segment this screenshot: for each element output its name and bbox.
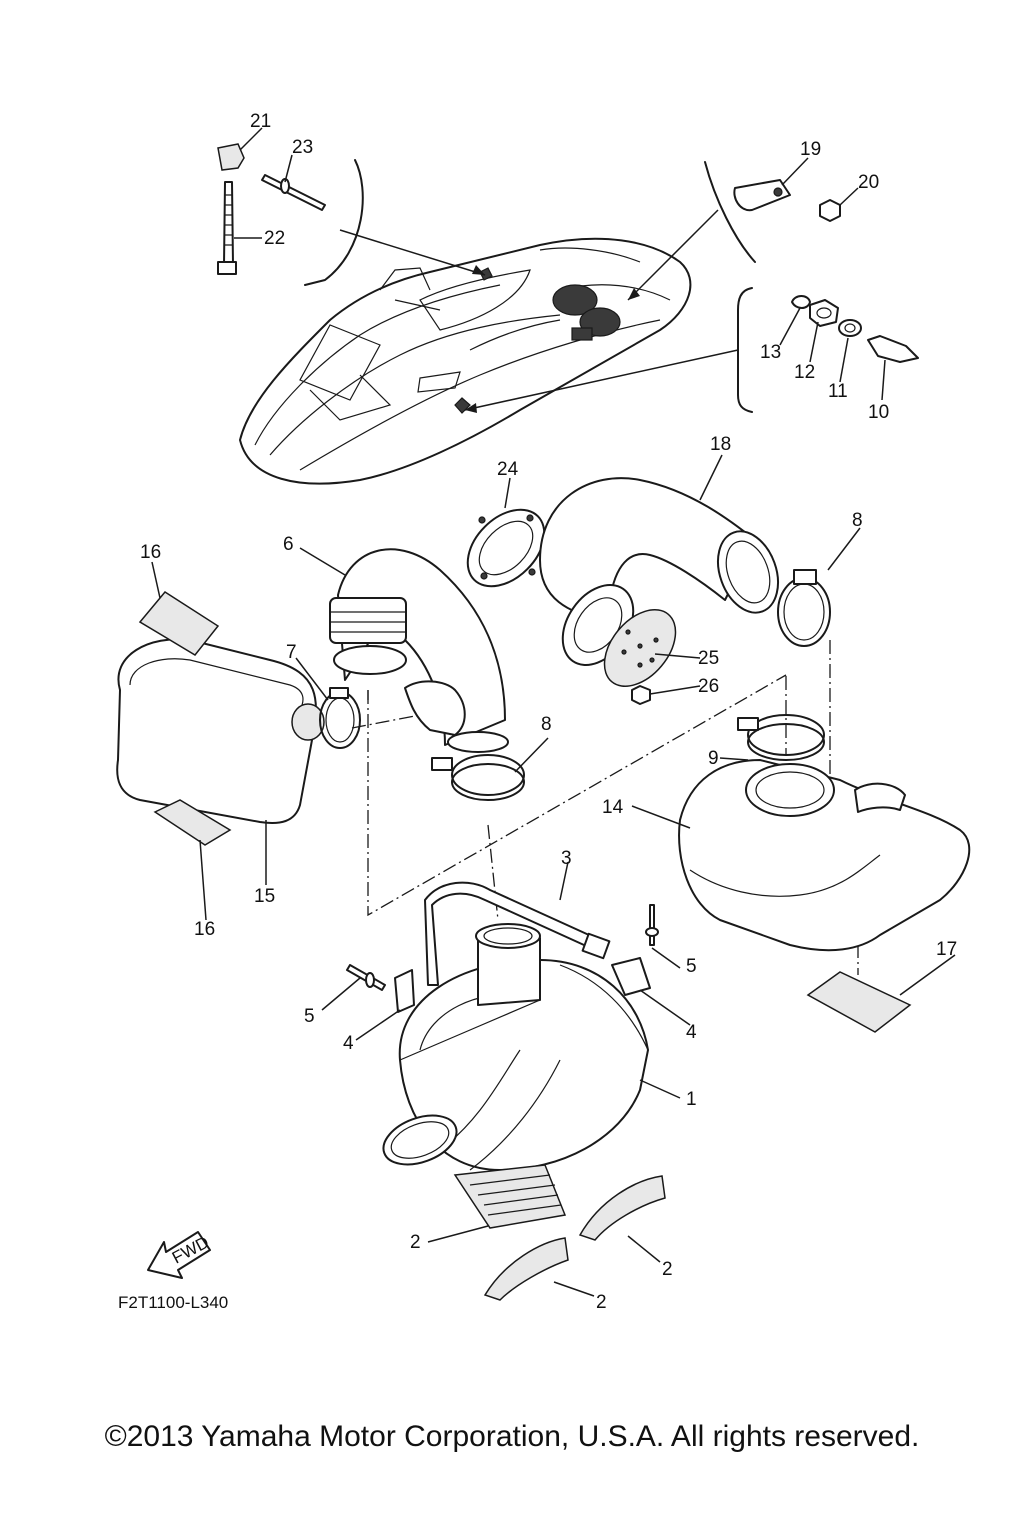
nut-26-icon bbox=[631, 685, 651, 705]
callout-15: 15 bbox=[254, 886, 275, 907]
pad-17 bbox=[806, 971, 912, 1033]
callout-11: 11 bbox=[828, 381, 848, 402]
callout-20: 20 bbox=[858, 172, 879, 193]
resonator-15 bbox=[116, 638, 325, 824]
hose-6 bbox=[329, 548, 509, 753]
callout-1: 1 bbox=[686, 1089, 697, 1110]
drawing-code: F2T1100-L340 bbox=[118, 1293, 228, 1312]
callout-23: 23 bbox=[292, 137, 313, 158]
heat-shield-2-b bbox=[483, 1237, 569, 1301]
callout-12: 12 bbox=[794, 362, 815, 383]
clamp-8-upper bbox=[777, 569, 831, 647]
air-box-14 bbox=[678, 759, 971, 952]
callout-26: 26 bbox=[698, 676, 719, 697]
heat-shield-2-c bbox=[578, 1175, 666, 1241]
rivet-5-left bbox=[346, 964, 386, 991]
callout-8-lower: 8 bbox=[541, 714, 552, 735]
leader-lines bbox=[151, 127, 956, 1297]
callout-21: 21 bbox=[250, 111, 271, 132]
clip-13-icon bbox=[791, 295, 811, 309]
callout-3: 3 bbox=[561, 848, 572, 869]
callout-16-upper: 16 bbox=[140, 542, 161, 563]
fwd-arrow-icon: FWD bbox=[147, 1231, 212, 1279]
clip-21-icon bbox=[217, 143, 245, 171]
callout-5-right: 5 bbox=[686, 956, 697, 977]
bracket-4-right bbox=[611, 957, 651, 996]
callout-4-left: 4 bbox=[343, 1033, 354, 1054]
callout-4-right: 4 bbox=[686, 1022, 697, 1043]
callout-25: 25 bbox=[698, 648, 719, 669]
callout-6: 6 bbox=[283, 534, 294, 555]
callout-7: 7 bbox=[286, 642, 297, 663]
callout-numbers: 21 23 22 19 20 13 12 11 10 18 24 8 16 6 … bbox=[118, 111, 957, 1313]
watercraft-illustration bbox=[239, 237, 692, 485]
clamp-7 bbox=[319, 687, 361, 749]
callout-2-c: 2 bbox=[596, 1292, 607, 1313]
rivet-5-right bbox=[645, 904, 659, 946]
callout-24: 24 bbox=[497, 459, 519, 480]
callout-9: 9 bbox=[708, 748, 719, 769]
bracket-4-left bbox=[394, 969, 415, 1013]
callout-18: 18 bbox=[710, 434, 731, 455]
callout-10: 10 bbox=[868, 402, 889, 423]
clamp-8-lower bbox=[431, 754, 525, 801]
detail-brackets bbox=[304, 159, 756, 413]
callout-17: 17 bbox=[936, 939, 957, 960]
nut-20-icon bbox=[819, 199, 841, 222]
pad-16-lower bbox=[153, 799, 232, 846]
callout-8-upper: 8 bbox=[852, 510, 863, 531]
callout-14: 14 bbox=[602, 797, 624, 818]
callout-16-lower: 16 bbox=[194, 919, 215, 940]
callout-22: 22 bbox=[264, 228, 285, 249]
callout-5-left: 5 bbox=[304, 1006, 315, 1027]
flame-arrester-25 bbox=[603, 609, 677, 687]
callout-2-a: 2 bbox=[410, 1232, 421, 1253]
callout-19: 19 bbox=[800, 139, 821, 160]
pad-16-upper bbox=[138, 591, 220, 656]
clamp-9 bbox=[737, 714, 825, 761]
copyright-notice: ©2013 Yamaha Motor Corporation, U.S.A. A… bbox=[104, 1420, 920, 1453]
rivet-23-icon bbox=[261, 174, 326, 211]
muffler-1 bbox=[382, 923, 649, 1171]
callout-13: 13 bbox=[760, 342, 781, 363]
washer-11-icon bbox=[838, 319, 862, 337]
nut-12-icon bbox=[809, 299, 839, 327]
strap-3 bbox=[424, 881, 611, 986]
fitting-10-icon bbox=[867, 335, 919, 363]
cable-tie-22-icon bbox=[217, 181, 237, 275]
bracket-19-icon bbox=[733, 179, 791, 212]
callout-2-b: 2 bbox=[662, 1259, 673, 1280]
heat-shield-2-a bbox=[453, 1164, 567, 1229]
gasket-24 bbox=[466, 508, 546, 588]
